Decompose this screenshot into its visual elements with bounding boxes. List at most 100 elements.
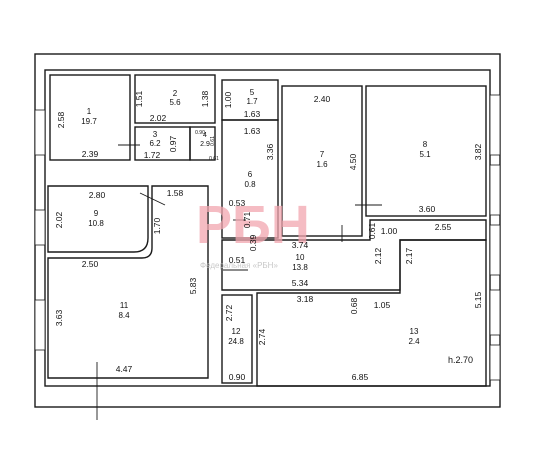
svg-text:4.50: 4.50 bbox=[348, 153, 358, 170]
svg-text:6: 6 bbox=[248, 170, 253, 179]
svg-text:1.38: 1.38 bbox=[200, 90, 210, 107]
room-1-wall bbox=[47, 185, 209, 379]
svg-text:3.74: 3.74 bbox=[292, 240, 309, 250]
svg-text:2: 2 bbox=[173, 89, 178, 98]
room-label-9: 7 1.6 bbox=[316, 150, 328, 169]
svg-text:3.60: 3.60 bbox=[419, 204, 436, 214]
svg-text:3.36: 3.36 bbox=[265, 143, 275, 160]
room-label-1: 11 8.4 bbox=[118, 301, 130, 320]
room-label-5: 3 6.2 bbox=[149, 130, 161, 148]
svg-text:12: 12 bbox=[232, 327, 241, 336]
window bbox=[489, 289, 501, 336]
svg-text:0.39: 0.39 bbox=[248, 234, 258, 251]
svg-text:2.12: 2.12 bbox=[373, 247, 383, 264]
room-label-13: 12 24.8 bbox=[228, 327, 244, 346]
svg-text:10.8: 10.8 bbox=[88, 219, 104, 228]
room-label-11: 10 13.8 bbox=[292, 253, 308, 272]
svg-text:0.51: 0.51 bbox=[229, 255, 246, 265]
watermark-caption: Федеральная «РБН» bbox=[200, 261, 278, 270]
svg-text:2.74: 2.74 bbox=[257, 328, 267, 345]
svg-text:4: 4 bbox=[203, 132, 207, 139]
room-label-10: 8 5.1 bbox=[419, 140, 431, 159]
svg-text:19.7: 19.7 bbox=[81, 117, 97, 126]
room-label-4: 2 5.6 bbox=[169, 89, 181, 107]
window bbox=[489, 94, 501, 156]
room-label-12: 13 2.4 bbox=[408, 327, 420, 346]
svg-text:5.34: 5.34 bbox=[292, 278, 309, 288]
svg-text:1.72: 1.72 bbox=[144, 150, 161, 160]
room-10-wall bbox=[365, 85, 487, 217]
watermark-logo: РБН bbox=[196, 195, 310, 255]
svg-text:2.17: 2.17 bbox=[404, 247, 414, 264]
room-9-wall bbox=[281, 85, 363, 237]
svg-text:1.7: 1.7 bbox=[246, 97, 258, 106]
svg-text:2.58: 2.58 bbox=[56, 111, 66, 128]
partition bbox=[139, 192, 166, 206]
svg-text:1.51: 1.51 bbox=[134, 90, 144, 107]
svg-text:0.61: 0.61 bbox=[209, 156, 219, 162]
svg-text:1.63: 1.63 bbox=[244, 109, 261, 119]
window bbox=[34, 109, 46, 156]
svg-text:2.02: 2.02 bbox=[54, 211, 64, 228]
svg-text:2.55: 2.55 bbox=[435, 222, 452, 232]
room-12-wall bbox=[256, 239, 487, 387]
svg-text:6.2: 6.2 bbox=[149, 139, 161, 148]
room-label-7: 5 1.7 bbox=[246, 88, 258, 106]
svg-text:0.90: 0.90 bbox=[229, 372, 246, 382]
svg-text:1.00: 1.00 bbox=[223, 91, 233, 108]
svg-text:3.63: 3.63 bbox=[54, 309, 64, 326]
window bbox=[34, 209, 46, 246]
svg-text:2.72: 2.72 bbox=[224, 304, 234, 321]
room-13-wall bbox=[221, 294, 253, 384]
svg-text:1.05: 1.05 bbox=[374, 300, 391, 310]
svg-text:2.02: 2.02 bbox=[150, 113, 167, 123]
svg-text:11: 11 bbox=[120, 301, 129, 310]
room-label-3: 1 19.7 bbox=[81, 107, 97, 126]
svg-text:0.61: 0.61 bbox=[210, 136, 216, 146]
ceiling-height-label: h.2.70 bbox=[448, 355, 473, 365]
svg-text:0.90: 0.90 bbox=[195, 130, 205, 136]
svg-text:7: 7 bbox=[320, 150, 325, 159]
svg-text:6.85: 6.85 bbox=[352, 372, 369, 382]
svg-text:9: 9 bbox=[94, 209, 99, 218]
room-2-wall bbox=[47, 185, 149, 253]
svg-text:0.61: 0.61 bbox=[367, 222, 377, 239]
svg-text:0.71: 0.71 bbox=[242, 211, 252, 228]
svg-text:8.4: 8.4 bbox=[118, 311, 130, 320]
window bbox=[489, 224, 501, 276]
svg-text:3: 3 bbox=[153, 130, 158, 139]
room-4-wall bbox=[134, 74, 216, 124]
svg-text:5.15: 5.15 bbox=[473, 291, 483, 308]
window bbox=[489, 164, 501, 216]
svg-text:0.97: 0.97 bbox=[168, 135, 178, 152]
svg-text:1.00: 1.00 bbox=[381, 226, 398, 236]
svg-text:1: 1 bbox=[87, 107, 92, 116]
svg-text:13: 13 bbox=[410, 327, 419, 336]
svg-text:2.50: 2.50 bbox=[82, 259, 99, 269]
room-label-6: 4 2.9 bbox=[200, 132, 210, 148]
svg-text:5.83: 5.83 bbox=[188, 277, 198, 294]
svg-text:2.4: 2.4 bbox=[408, 337, 420, 346]
svg-text:1.70: 1.70 bbox=[152, 217, 162, 234]
room-label-2: 9 10.8 bbox=[88, 209, 104, 228]
svg-text:0.53: 0.53 bbox=[229, 198, 246, 208]
svg-text:2.9: 2.9 bbox=[200, 141, 210, 148]
room-label-8: 6 0.8 bbox=[244, 170, 256, 189]
svg-text:0.8: 0.8 bbox=[244, 180, 256, 189]
svg-text:2.40: 2.40 bbox=[314, 94, 331, 104]
svg-text:2.80: 2.80 bbox=[89, 190, 106, 200]
room-6-wall bbox=[189, 126, 216, 161]
svg-text:10: 10 bbox=[296, 253, 305, 262]
svg-text:2.39: 2.39 bbox=[82, 149, 99, 159]
room-8-wall bbox=[221, 119, 279, 239]
svg-text:1.63: 1.63 bbox=[244, 126, 261, 136]
room-3-wall bbox=[49, 74, 131, 161]
svg-text:5.6: 5.6 bbox=[169, 98, 181, 107]
svg-text:1.6: 1.6 bbox=[316, 160, 328, 169]
window bbox=[489, 344, 501, 381]
svg-text:3.18: 3.18 bbox=[297, 294, 314, 304]
svg-text:24.8: 24.8 bbox=[228, 337, 244, 346]
svg-text:5.1: 5.1 bbox=[419, 150, 431, 159]
svg-text:0.68: 0.68 bbox=[349, 297, 359, 314]
